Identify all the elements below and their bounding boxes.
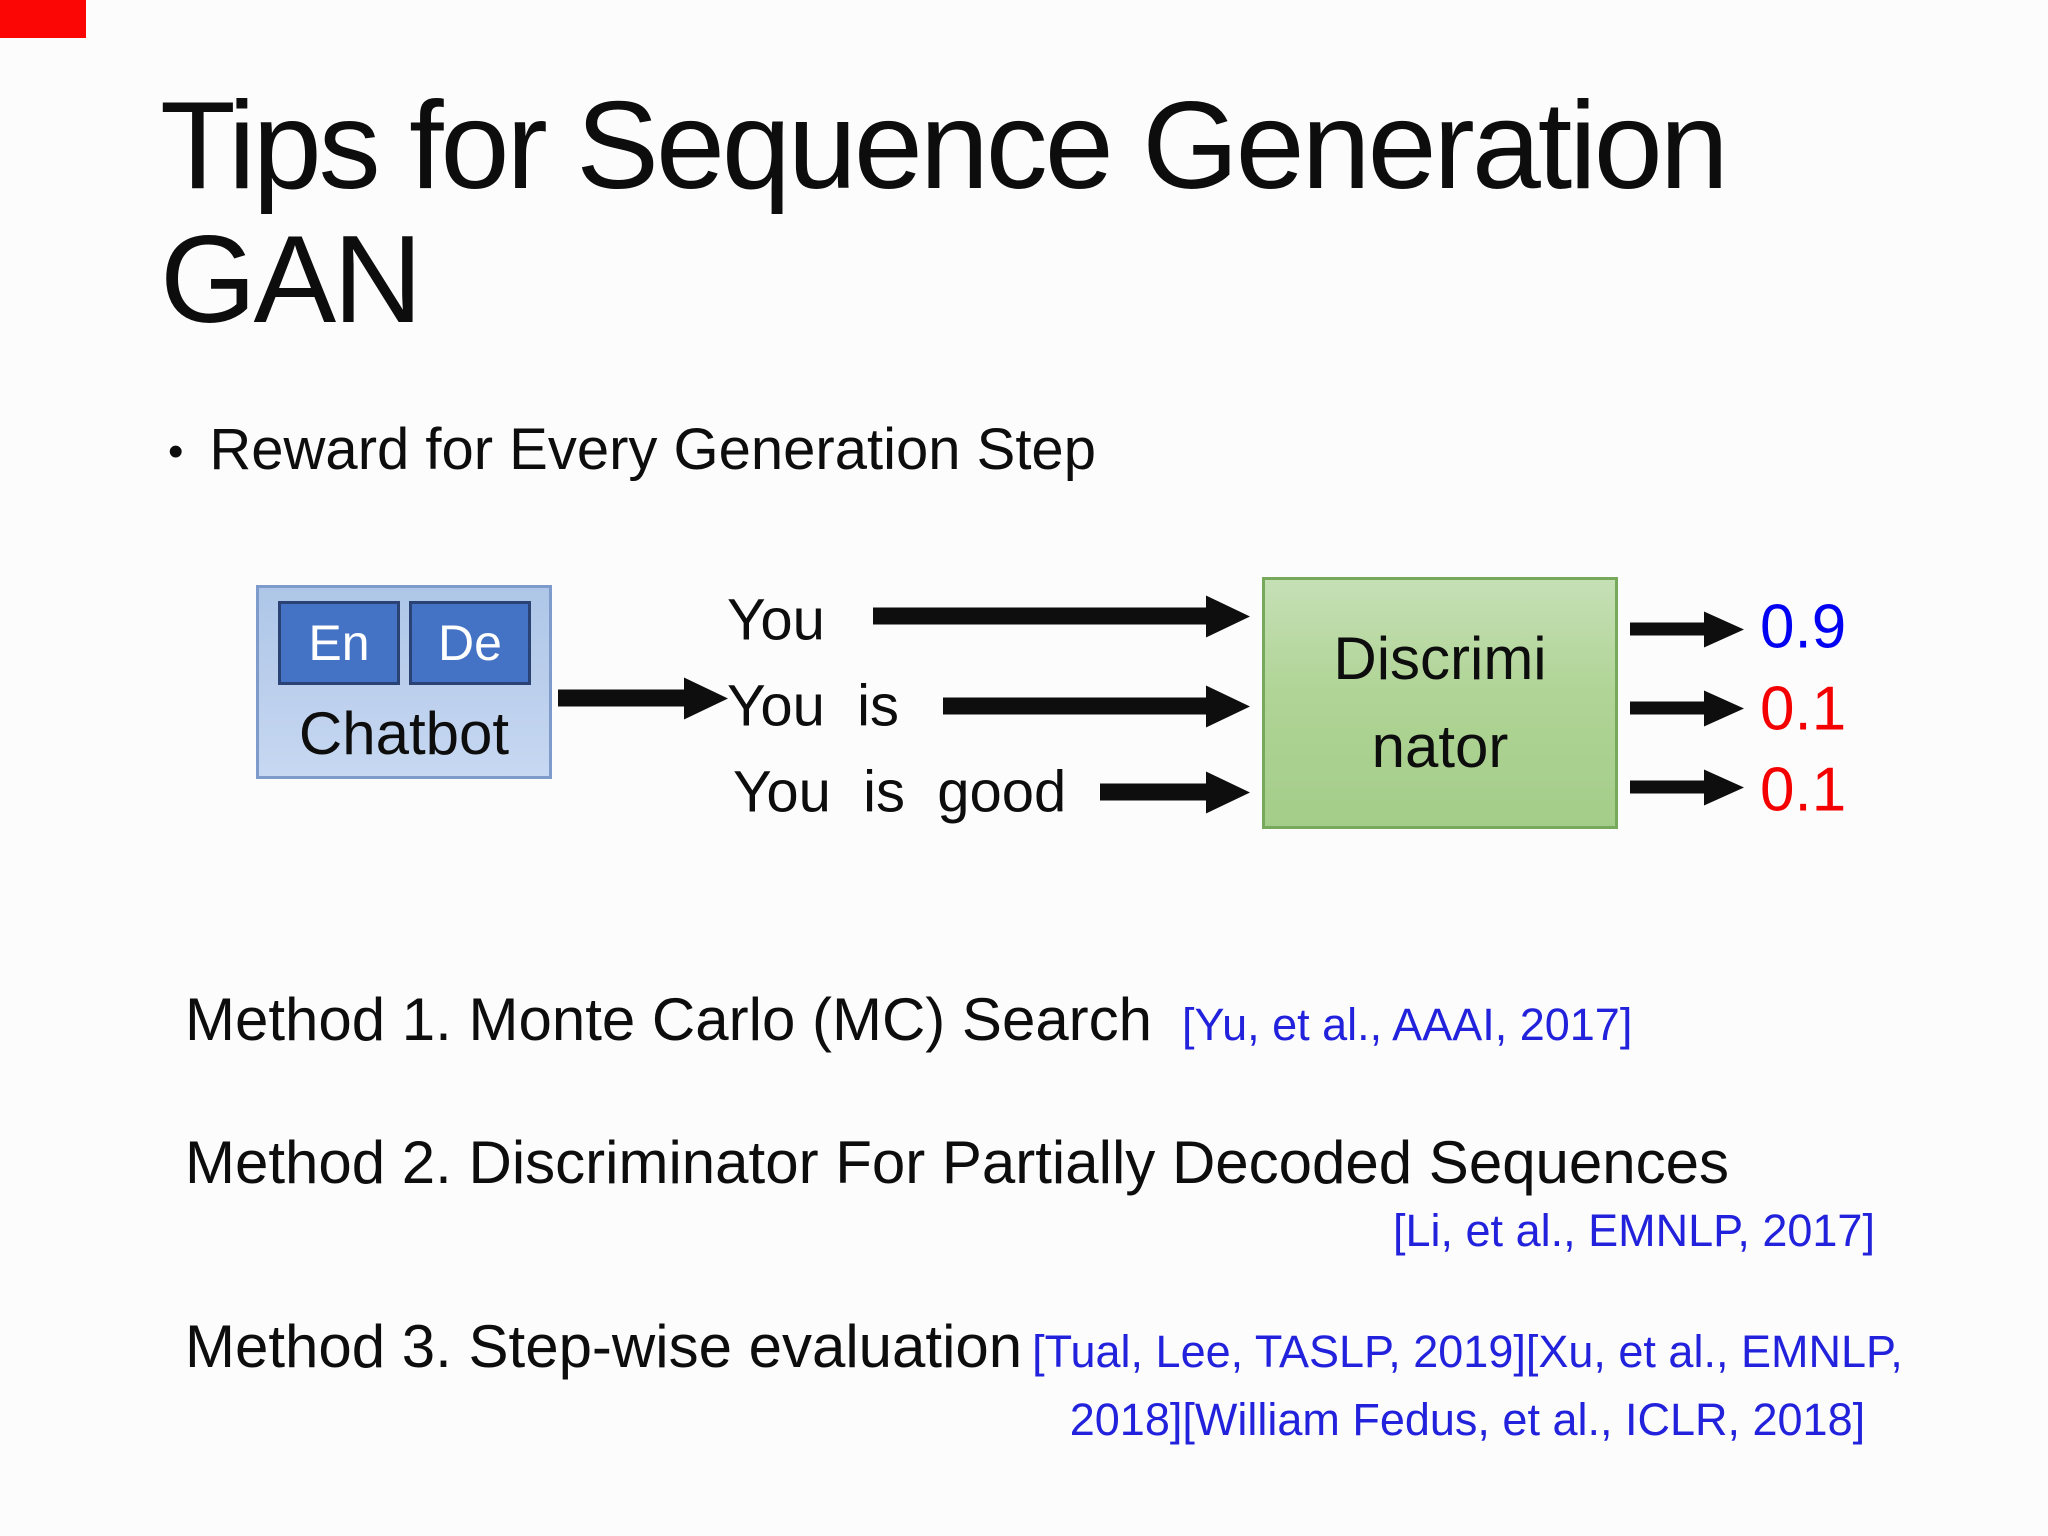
sequence-text-1: You (727, 587, 825, 653)
slide-title-line1: Tips for Sequence Generation (160, 77, 1729, 215)
decoder-label: De (438, 615, 502, 671)
method-3-label: Method 3. Step-wise evaluation (185, 1313, 1023, 1380)
method-2-row: Method 2. Discriminator For Partially De… (185, 1128, 1729, 1197)
arrow-discriminator-to-score3 (1630, 780, 1704, 794)
method-2-citation: [Li, et al., EMNLP, 2017] (1393, 1205, 1875, 1256)
arrow-discriminator-to-score2 (1630, 701, 1704, 715)
method-1-label: Method 1. Monte Carlo (MC) Search (185, 986, 1153, 1053)
method-3-citation: [Tual, Lee, TASLP, 2019][Xu, et al., EMN… (1032, 1318, 1903, 1453)
decoder-box: De (409, 601, 531, 685)
bullet-icon: • (168, 426, 184, 476)
encoder-label: En (308, 615, 370, 671)
score-value-1: 0.9 (1760, 592, 1847, 662)
method-2-label: Method 2. Discriminator For Partially De… (185, 1129, 1730, 1196)
score-value-2: 0.1 (1760, 674, 1847, 744)
sequence-text-3: You is good (733, 759, 1067, 825)
method-3-citation-line2: 2018][William Fedus, et al., ICLR, 2018] (1069, 1393, 1866, 1445)
slide-title-line2: GAN (160, 210, 423, 349)
score-value-3: 0.1 (1760, 755, 1847, 825)
method-1-row: Method 1. Monte Carlo (MC) Search [Yu, e… (185, 985, 1632, 1054)
slide-title: Tips for Sequence Generation GAN (160, 77, 1729, 349)
encoder-box: En (278, 601, 400, 685)
corner-red-marker (0, 0, 86, 38)
arrow-sequence2-to-discriminator (943, 697, 1206, 715)
chatbot-label: Chatbot (298, 699, 510, 767)
sequence-text-2: You is (727, 673, 899, 739)
bullet-item: • Reward for Every Generation Step (168, 416, 1096, 483)
arrow-sequence1-to-discriminator (873, 607, 1206, 625)
discriminator-label-line1: Discrimi (1333, 624, 1547, 692)
arrow-discriminator-to-score1 (1630, 622, 1704, 636)
method-3-row: Method 3. Step-wise evaluation [Tual, Le… (185, 1312, 1903, 1453)
arrow-sequence3-to-discriminator (1100, 783, 1206, 801)
method-3-citation-line1: [Tual, Lee, TASLP, 2019][Xu, et al., EMN… (1032, 1326, 1903, 1377)
method-1-citation: [Yu, et al., AAAI, 2017] (1182, 999, 1633, 1050)
discriminator-box: Discrimi nator (1262, 577, 1618, 829)
bullet-text: Reward for Every Generation Step (209, 417, 1096, 482)
discriminator-label-line2: nator (1371, 713, 1509, 780)
arrow-chatbot-to-sequences (558, 689, 684, 707)
chatbot-box: En De Chatbot (256, 585, 552, 779)
